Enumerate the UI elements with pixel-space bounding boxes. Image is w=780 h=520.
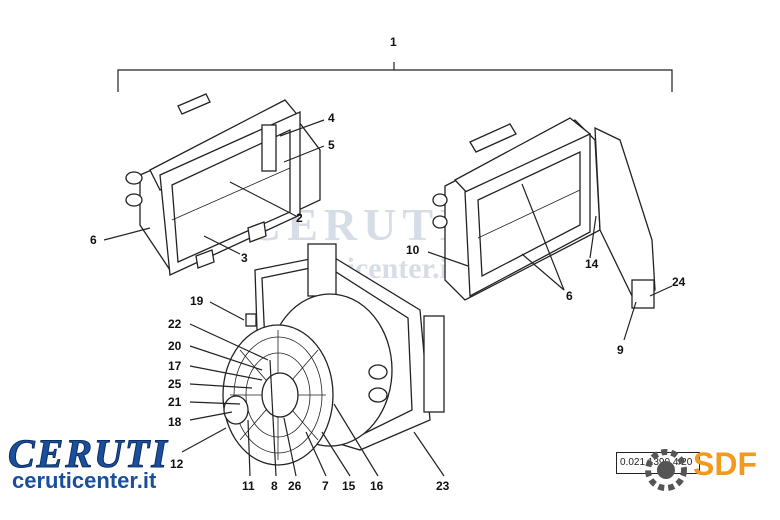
callout-3: 3	[241, 251, 248, 265]
callout-11: 11	[242, 479, 255, 493]
callout-10: 10	[406, 243, 420, 257]
callouts: 1 2 3 4 5 6 6 7 8 9 10 11 12 14 15 16 17…	[90, 35, 686, 493]
fan-assembly	[222, 243, 445, 466]
ceruti-site-text: ceruticenter.it	[12, 468, 157, 493]
callout-2: 2	[296, 211, 303, 225]
callout-15: 15	[342, 479, 356, 493]
callout-6-left: 6	[90, 233, 97, 247]
callout-19: 19	[190, 294, 204, 308]
callout-4: 4	[328, 111, 335, 125]
sdf-gear-icon	[645, 449, 687, 491]
callout-17: 17	[168, 359, 182, 373]
callout-22: 22	[168, 317, 182, 331]
right-radiator	[432, 117, 656, 309]
callout-9: 9	[617, 343, 624, 357]
leader-lines	[103, 119, 673, 477]
callout-7: 7	[322, 479, 329, 493]
callout-6-right: 6	[566, 289, 573, 303]
callout-8: 8	[271, 479, 278, 493]
callout-20: 20	[168, 339, 182, 353]
callout-1: 1	[390, 35, 397, 49]
assembly-bracket	[117, 62, 673, 92]
sdf-logo-text: SDF	[693, 446, 757, 482]
callout-5: 5	[328, 138, 335, 152]
callout-18: 18	[168, 415, 182, 429]
callout-21: 21	[168, 395, 182, 409]
callout-25: 25	[168, 377, 182, 391]
ceruti-logo: CERUTI	[8, 431, 169, 477]
callout-24: 24	[672, 275, 686, 289]
left-radiator	[125, 93, 321, 276]
callout-14: 14	[585, 257, 599, 271]
callout-23: 23	[436, 479, 450, 493]
callout-26: 26	[288, 479, 302, 493]
callout-12: 12	[170, 457, 184, 471]
callout-16: 16	[370, 479, 384, 493]
